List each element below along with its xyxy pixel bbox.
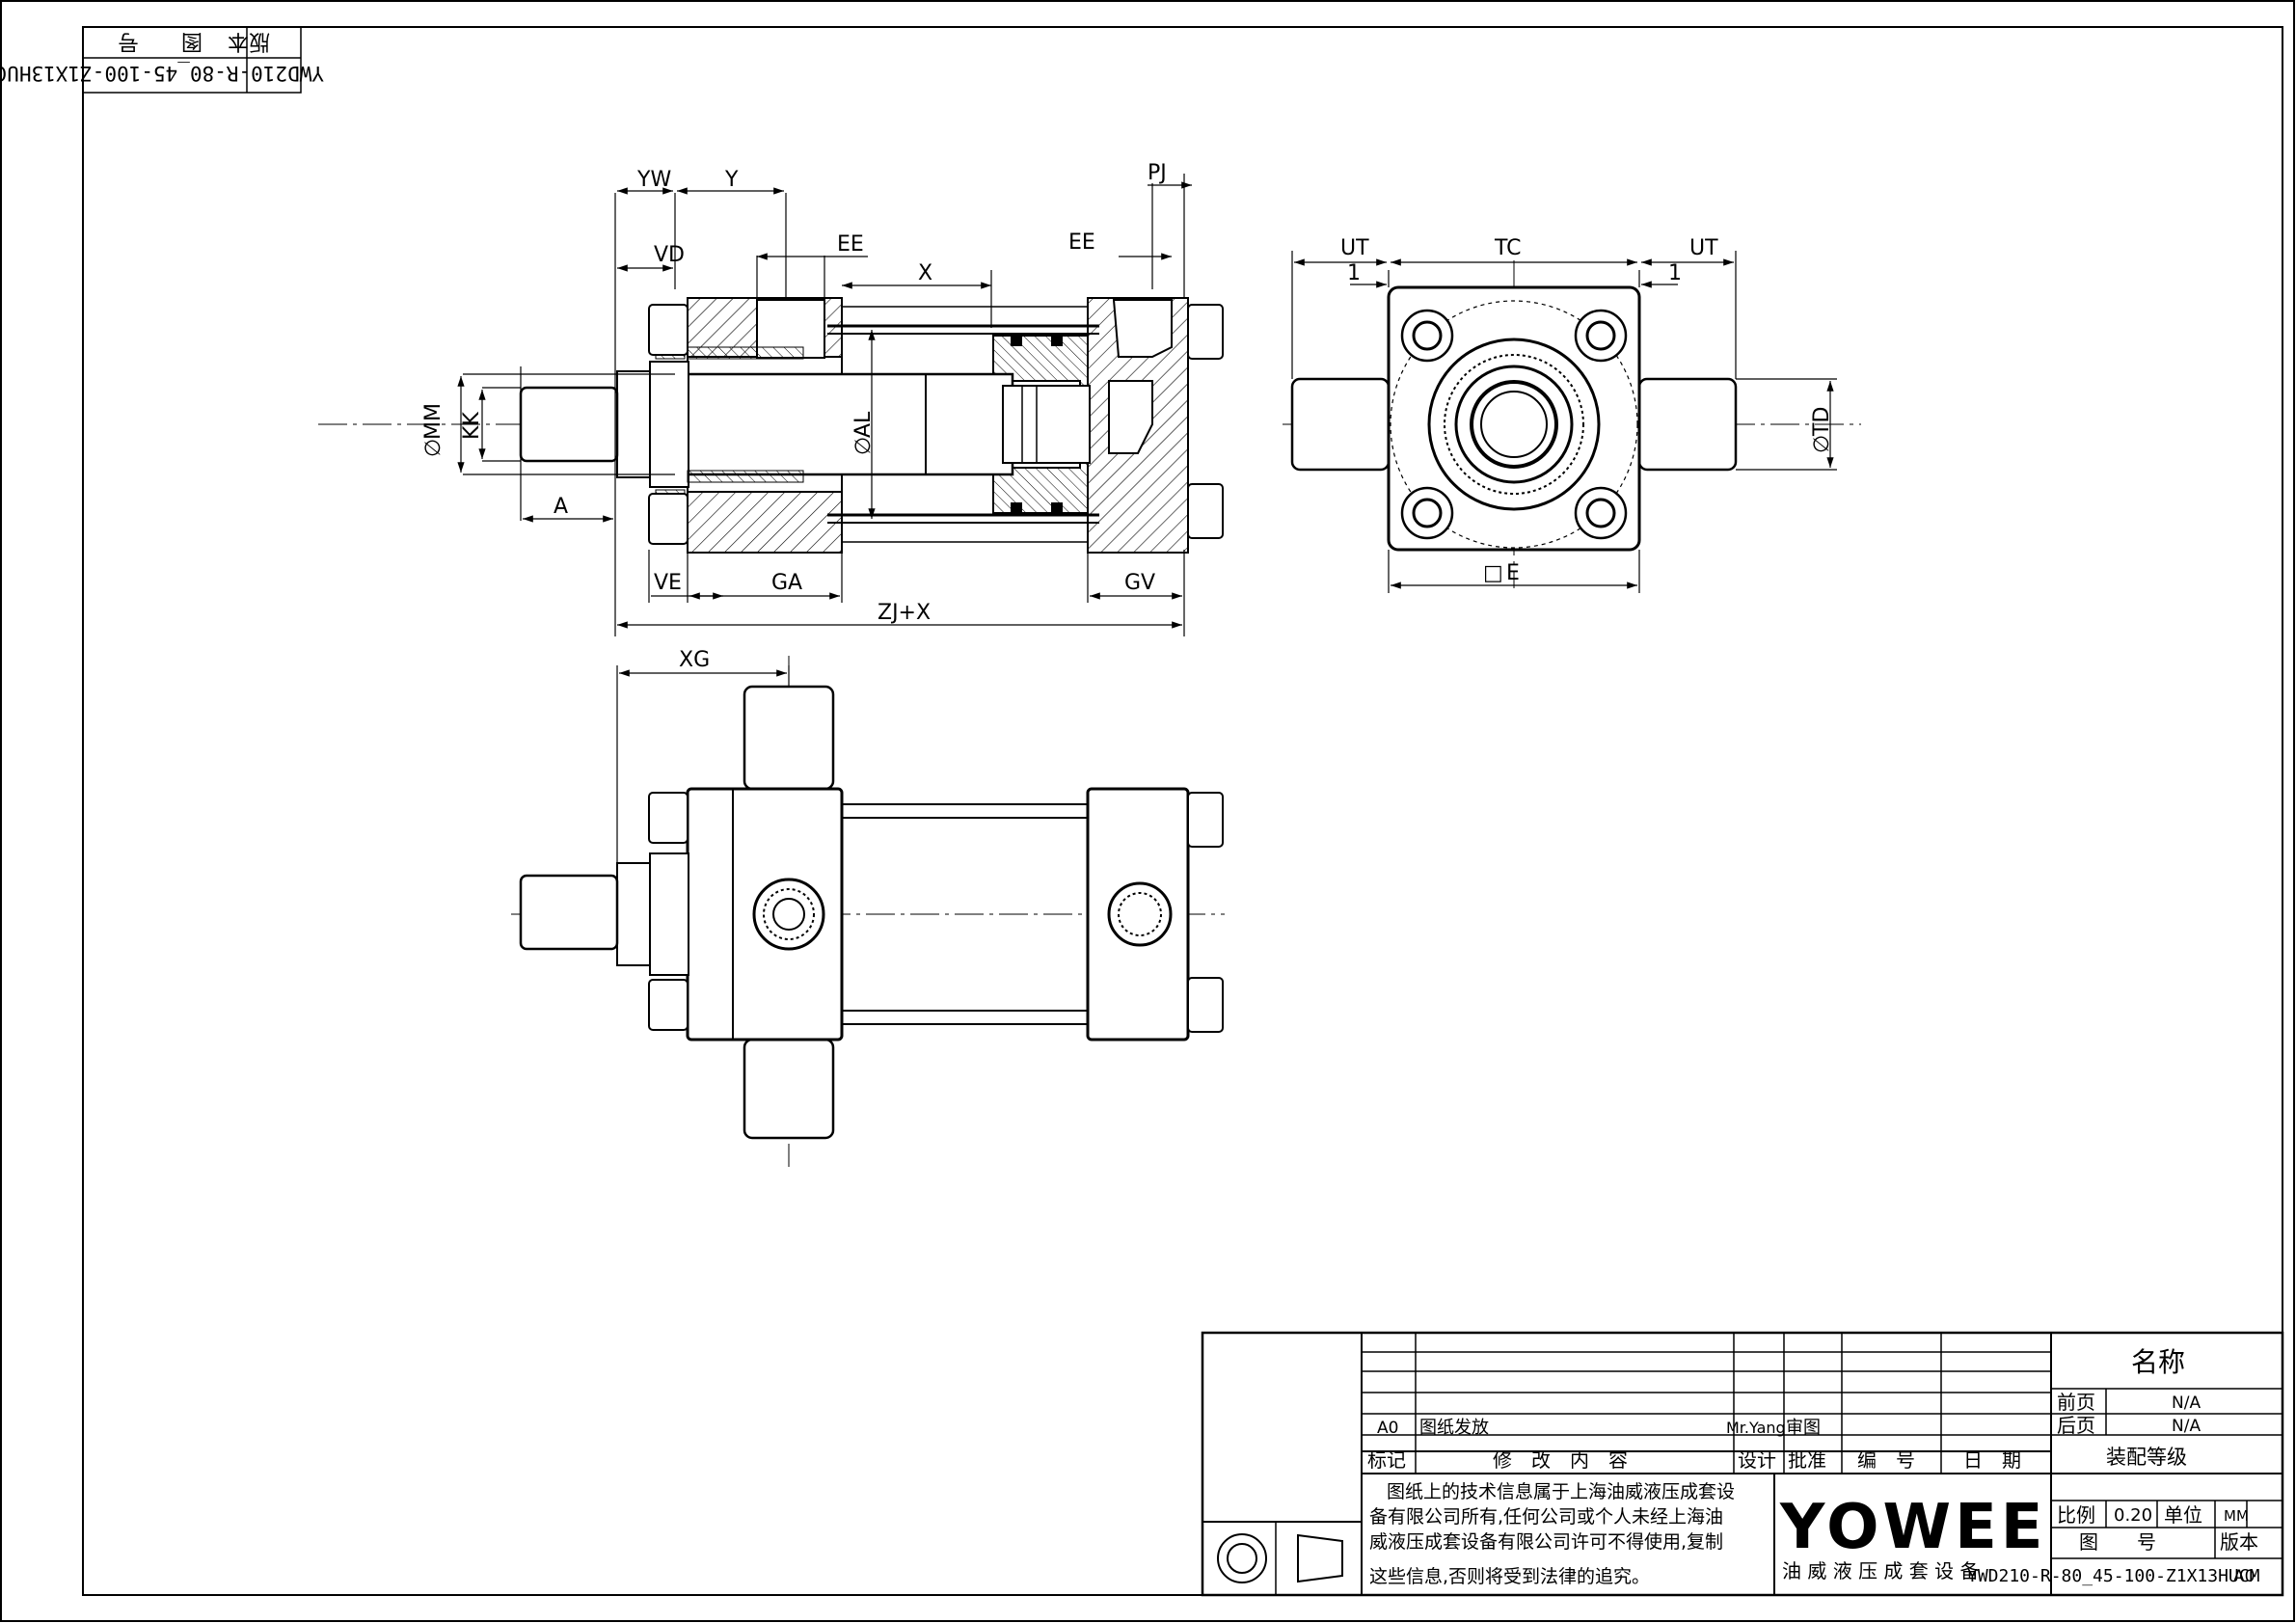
tb-designer: Mr.Yang xyxy=(1726,1419,1786,1437)
tb-scale-value: 0.20 xyxy=(2114,1505,2152,1526)
section-dimension-lines xyxy=(457,174,1192,636)
tb-prev-page-label: 前页 xyxy=(2057,1391,2095,1414)
tb-date-label: 日 期 xyxy=(1963,1448,2021,1472)
tb-unit-value: MM xyxy=(2224,1507,2249,1525)
dim-td: TD xyxy=(1810,407,1834,437)
tb-legal-line-2: 备有限公司所有,任何公司或个人未经上海油 xyxy=(1369,1506,1723,1528)
tb-name-label: 名称 xyxy=(2131,1346,2185,1378)
tb-change-value: 图纸发放 xyxy=(1419,1418,1489,1438)
corner-drawing-no-label: 图 号 xyxy=(118,29,203,53)
tb-company-name: 油 威 液 压 成 套 设 备 xyxy=(1782,1559,1980,1582)
dim-ut-right: UT xyxy=(1689,236,1718,260)
dim-one-left: 1 xyxy=(1347,261,1361,285)
tb-drawing-no-label: 图 号 xyxy=(2079,1530,2156,1554)
tb-prev-page-value: N/A xyxy=(2172,1393,2201,1413)
tb-change-content-label: 修 改 内 容 xyxy=(1493,1448,1628,1472)
company-logo: YOWEE xyxy=(1779,1492,2047,1563)
section-view xyxy=(318,297,1224,554)
tb-legal-line-1: 图纸上的技术信息属于上海油威液压成套设 xyxy=(1387,1481,1735,1502)
tb-review-label: 审图 xyxy=(1786,1418,1821,1438)
tb-next-page-value: N/A xyxy=(2172,1417,2201,1436)
tb-approve-label: 批准 xyxy=(1788,1448,1826,1472)
dim-zjx: ZJ+X xyxy=(878,601,931,625)
dim-y: Y xyxy=(724,168,739,192)
tb-next-page-label: 后页 xyxy=(2057,1414,2095,1437)
top-view xyxy=(511,656,1225,1167)
section-dimension-labels: YW Y PJ VD EE EE X A VE GA GV ZJ+X ∅ MM … xyxy=(421,161,1167,625)
tb-drawing-no: YWD210-R-80_45-100-Z1X13HUCM xyxy=(1967,1566,2260,1586)
dim-mm: MM xyxy=(421,403,446,440)
dim-ee-left: EE xyxy=(837,232,864,257)
tb-rev-label: 版本 xyxy=(2220,1530,2258,1554)
dim-al: AL xyxy=(851,411,876,438)
tb-unit-label: 单位 xyxy=(2164,1503,2202,1527)
end-view xyxy=(1283,260,1861,588)
corner-drawing-number-box: 版本 图 号 YWD210-R-80_45-100-Z1X13HUCM xyxy=(0,26,324,94)
corner-rev-label: 版本 xyxy=(228,29,270,53)
dim-a: A xyxy=(554,495,568,519)
dim-yw: YW xyxy=(636,168,671,192)
corner-drawing-no: YWD210-R-80_45-100-Z1X13HUCM xyxy=(0,62,324,85)
dim-kk: KK xyxy=(460,412,484,440)
dim-vd: VD xyxy=(654,243,685,267)
tb-legal-line-4: 这些信息,否则将受到法律的追究。 xyxy=(1369,1566,1650,1587)
top-view-dimension-lines xyxy=(616,665,790,868)
tb-assembly-grade-label: 装配等级 xyxy=(2106,1446,2187,1469)
dim-xg: XG xyxy=(679,648,710,672)
tb-mark-label: 标记 xyxy=(1367,1448,1406,1472)
dim-one-right: 1 xyxy=(1668,261,1682,285)
dim-pj: PJ xyxy=(1148,161,1167,185)
title-block: 名称 前页 N/A 后页 N/A 装配等级 比例 0.20 单位 MM 图 号 … xyxy=(1201,1331,2284,1597)
dim-al-dia: ∅ xyxy=(851,437,876,455)
dim-gv: GV xyxy=(1124,571,1155,595)
end-view-dimension-labels: UT TC UT 1 1 □ E ∅ TD xyxy=(1340,236,1834,585)
dim-ut-left: UT xyxy=(1340,236,1369,260)
tb-legal-line-3: 威液压成套设备有限公司许可不得使用,复制 xyxy=(1369,1531,1723,1553)
tb-mark-value: A0 xyxy=(1377,1419,1398,1438)
dim-mm-dia: ∅ xyxy=(421,439,446,457)
dim-tc: TC xyxy=(1494,236,1522,260)
dim-ve: VE xyxy=(654,571,682,595)
dim-e-square: □ xyxy=(1483,561,1503,585)
dim-td-dia: ∅ xyxy=(1810,435,1834,453)
tb-rev-value: A0 xyxy=(2233,1567,2255,1586)
end-view-dimension-lines xyxy=(1291,251,1837,593)
dim-e: E xyxy=(1506,561,1520,585)
dim-x: X xyxy=(918,261,932,285)
dim-ee-right: EE xyxy=(1068,230,1095,255)
tb-design-label: 设计 xyxy=(1738,1448,1776,1472)
tb-number-label: 编 号 xyxy=(1857,1448,1915,1472)
dim-ga: GA xyxy=(771,571,802,595)
tb-scale-label: 比例 xyxy=(2057,1503,2095,1527)
